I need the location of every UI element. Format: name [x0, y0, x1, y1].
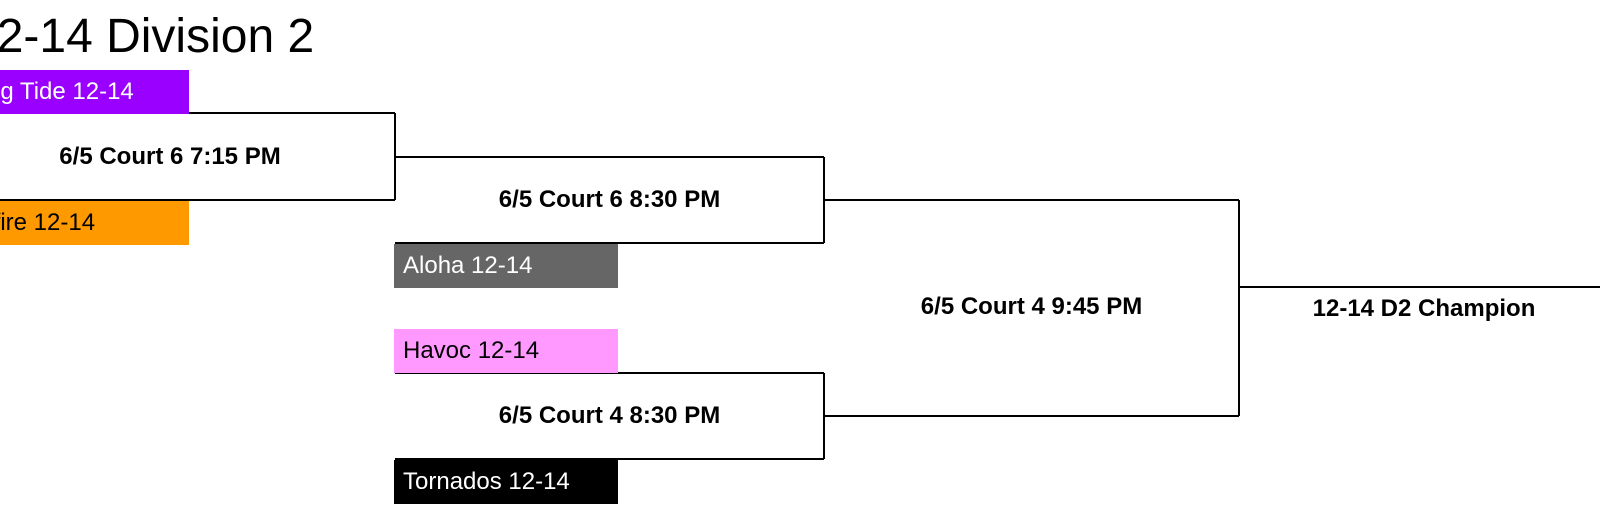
team-havoc: Havoc 12-14 — [394, 329, 618, 373]
game-round1-label: 6/5 Court 6 7:15 PM — [59, 143, 281, 170]
team-aloha: Aloha 12-14 — [394, 244, 618, 288]
team-rising-tide: Rising Tide 12-14 — [0, 70, 189, 114]
team-wildfire: Wildfire 12-14 — [0, 201, 189, 245]
game-semi-bottom-label: 6/5 Court 4 8:30 PM — [498, 402, 721, 429]
game-final-label: 6/5 Court 4 9:45 PM — [920, 293, 1143, 320]
page-title: 12-14 Division 2 — [0, 10, 315, 63]
team-tornados: Tornados 12-14 — [394, 460, 618, 504]
game-semi-top-label: 6/5 Court 6 8:30 PM — [498, 186, 721, 213]
champion-label: 12-14 D2 Champion — [1312, 295, 1536, 322]
